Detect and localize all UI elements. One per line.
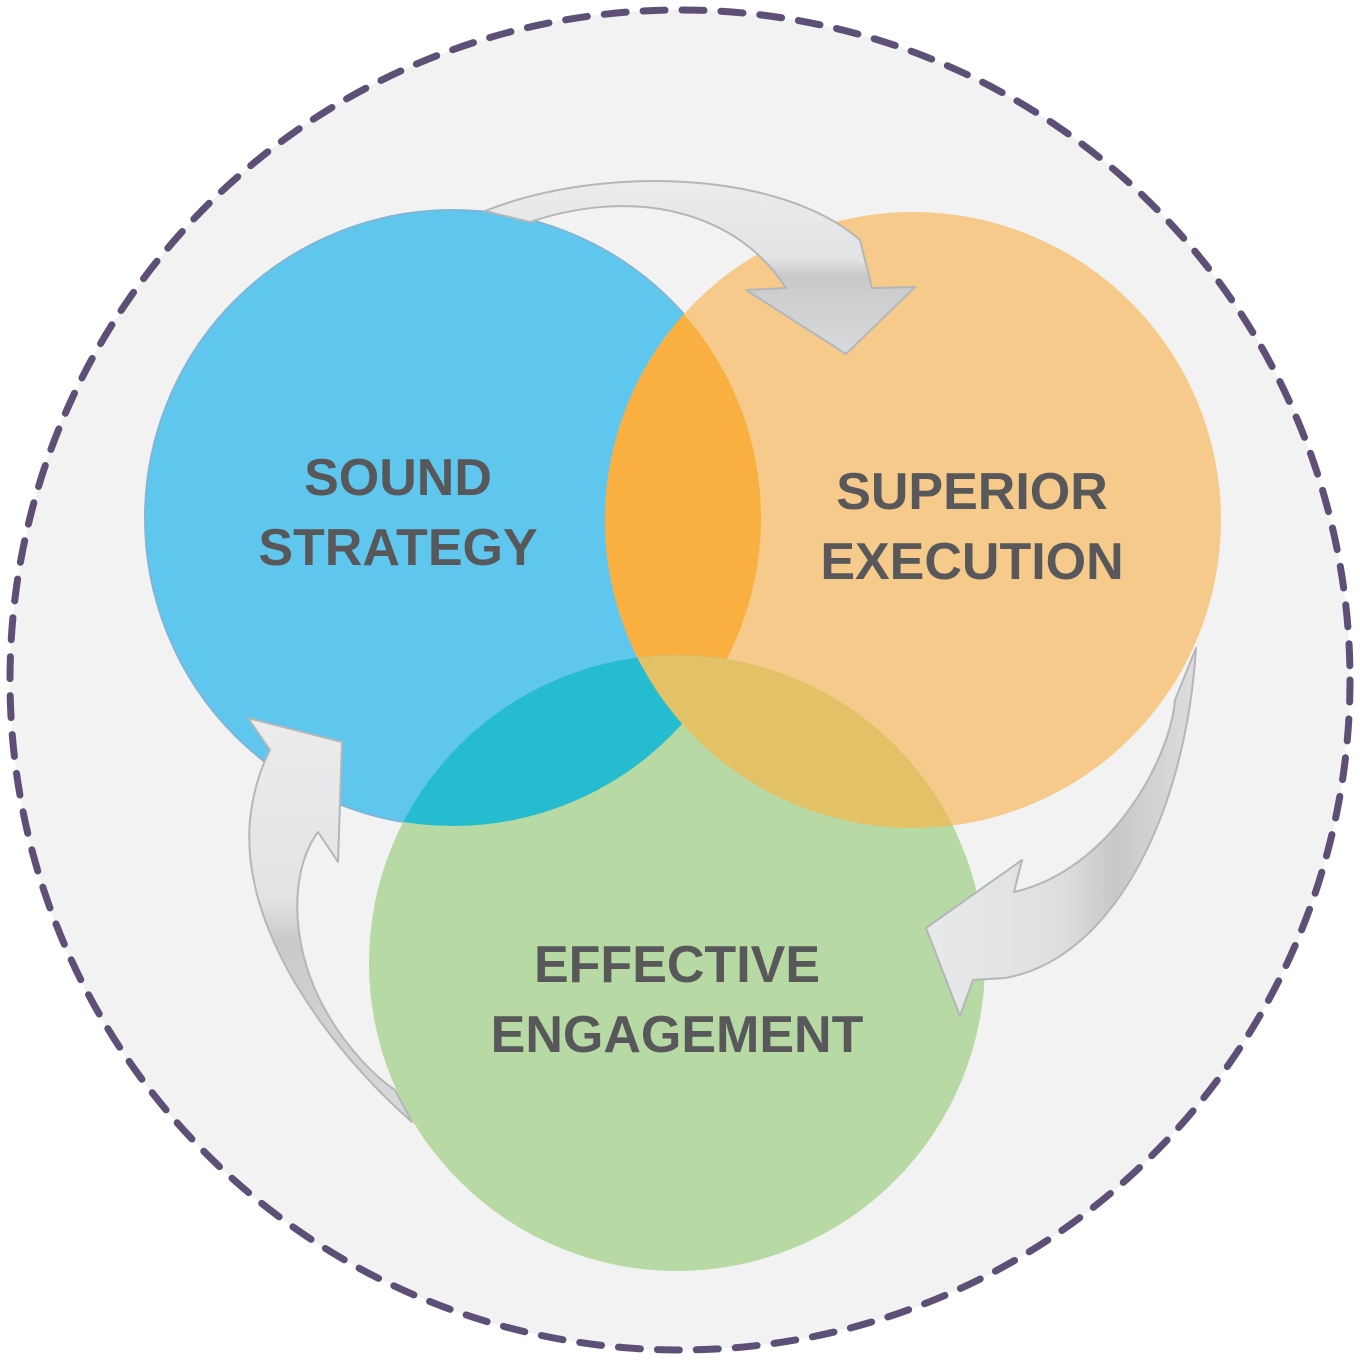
label-superior-execution-line1: SUPERIOR [836, 463, 1108, 521]
label-sound-strategy-line2: STRATEGY [258, 519, 538, 577]
label-sound-strategy: SOUND STRATEGY [248, 443, 548, 583]
label-sound-strategy-line1: SOUND [304, 449, 492, 507]
arrow-execution-to-engagement [925, 647, 1197, 1017]
arrow-strategy-to-execution [484, 180, 916, 355]
label-effective-engagement-line1: EFFECTIVE [533, 936, 821, 994]
arrow-engagement-to-strategy [247, 717, 413, 1123]
overlap-strategy-engagement [369, 655, 761, 826]
label-effective-engagement-line2: ENGAGEMENT [490, 1006, 864, 1064]
label-superior-execution-line2: EXECUTION [820, 533, 1124, 591]
overlap-execution-engagement [605, 655, 985, 828]
label-effective-engagement: EFFECTIVE ENGAGEMENT [457, 930, 897, 1070]
label-superior-execution: SUPERIOR EXECUTION [790, 457, 1154, 597]
